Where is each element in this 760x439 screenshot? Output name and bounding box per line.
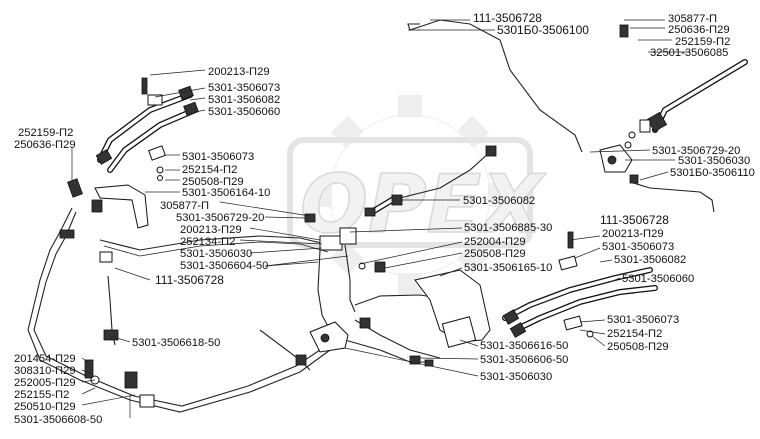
label-part-number: 5301-3506073 [607, 314, 679, 326]
label-part-number: 5301-3506060 [622, 273, 694, 285]
label-part-number: 5301-3506082 [463, 195, 535, 207]
clamp-5301-3506073 [147, 94, 163, 106]
label-part-number: 5301-3506030 [480, 371, 552, 383]
label-part-number: 305877-П [668, 13, 717, 25]
label-part-number: 5301Б0-3506110 [670, 167, 755, 179]
label-part-number: 5301-3506606-50 [480, 354, 568, 366]
label-part-number: 200213-П29 [208, 66, 270, 78]
label-part-number: 5301-3506165-10 [464, 262, 552, 274]
label-part-number: 5301-3506618-50 [132, 337, 220, 349]
label-part-number: 252154-П2 [182, 164, 237, 176]
label-part-number: 201454-П29 [14, 353, 76, 365]
label-part-number: 5301-3506030 [678, 155, 750, 167]
label-part-number: 5301Б0-3506100 [497, 23, 589, 37]
watermark: OPEX [287, 95, 547, 295]
label-part-number: 111-3506728 [600, 213, 669, 227]
label-part-number: 308310-П29 [14, 365, 76, 377]
label-part-number: 5301-3506082 [208, 94, 280, 106]
bolt-200213-p29 [141, 77, 148, 95]
label-part-number: 5301-3506073 [182, 151, 254, 163]
label-part-number: 5301-3506164-10 [182, 187, 270, 199]
label-part-number: 250636-П29 [14, 139, 76, 151]
label-part-number: 5301-3506729-20 [652, 145, 740, 157]
label-part-number: 250636-П29 [668, 24, 730, 36]
label-part-number: 5301-3506604-50 [180, 260, 268, 272]
label-part-number: 252004-П29 [464, 236, 526, 248]
label-part-number: 252155-П2 [14, 389, 69, 401]
parts [59, 24, 668, 408]
label-part-number: 250508-П29 [607, 341, 669, 353]
label-part-number: 5301-3506885-30 [464, 222, 552, 234]
label-part-number: 200213-П29 [602, 228, 664, 240]
label-part-number: 252154-П2 [607, 328, 662, 340]
label-part-number: 305877-П [160, 200, 209, 212]
label-part-number: 252159-П2 [675, 36, 730, 48]
label-part-number: 252134-П2 [180, 236, 235, 248]
fitting-left [67, 178, 83, 198]
hoses [97, 59, 748, 333]
label-part-number: 32501-3506085 [650, 47, 728, 59]
clip-5301-3506608-50 [124, 371, 138, 389]
label-part-number: 5301-3506073 [602, 241, 674, 253]
label-part-number: 250508-П29 [464, 248, 526, 260]
label-part-number: 5301-3506073 [208, 82, 280, 94]
watermark-frame [287, 137, 533, 248]
leader-lines [71, 19, 690, 418]
label-part-number: 5301-3506030 [180, 248, 252, 260]
label-part-number: 200213-П29 [180, 224, 242, 236]
label-part-number: 252159-П2 [18, 127, 73, 139]
label-part-number: 111-3506728 [473, 11, 542, 25]
label-part-number: 250510-П29 [14, 401, 76, 413]
label-part-number: 5301-3506729-20 [176, 212, 264, 224]
pipe-5301b0-3506110 [629, 181, 715, 213]
label-part-number: 5301-3506060 [208, 106, 280, 118]
label-part-number: 111-3506728 [155, 273, 224, 287]
label-part-number: 250508-П29 [182, 176, 244, 188]
watermark-text: OPEX [300, 158, 546, 251]
label-part-number: 252005-П29 [14, 377, 76, 389]
label-part-number: 5301-3506616-50 [480, 340, 568, 352]
label-part-number: 5301-3506608-50 [14, 414, 102, 426]
pipe-5301b0-3506100 [407, 19, 583, 153]
label-part-number: 5301-3506082 [614, 254, 686, 266]
pipe-5301-3506618-50 [27, 207, 331, 413]
fitting-left-2 [91, 199, 103, 213]
tee-5301-3506885-30 [319, 235, 343, 251]
part-labels: 111-3506728 5301Б0-3506100 305877-П 2506… [14, 11, 755, 426]
bracket-5301-3506164-10 [94, 184, 149, 229]
